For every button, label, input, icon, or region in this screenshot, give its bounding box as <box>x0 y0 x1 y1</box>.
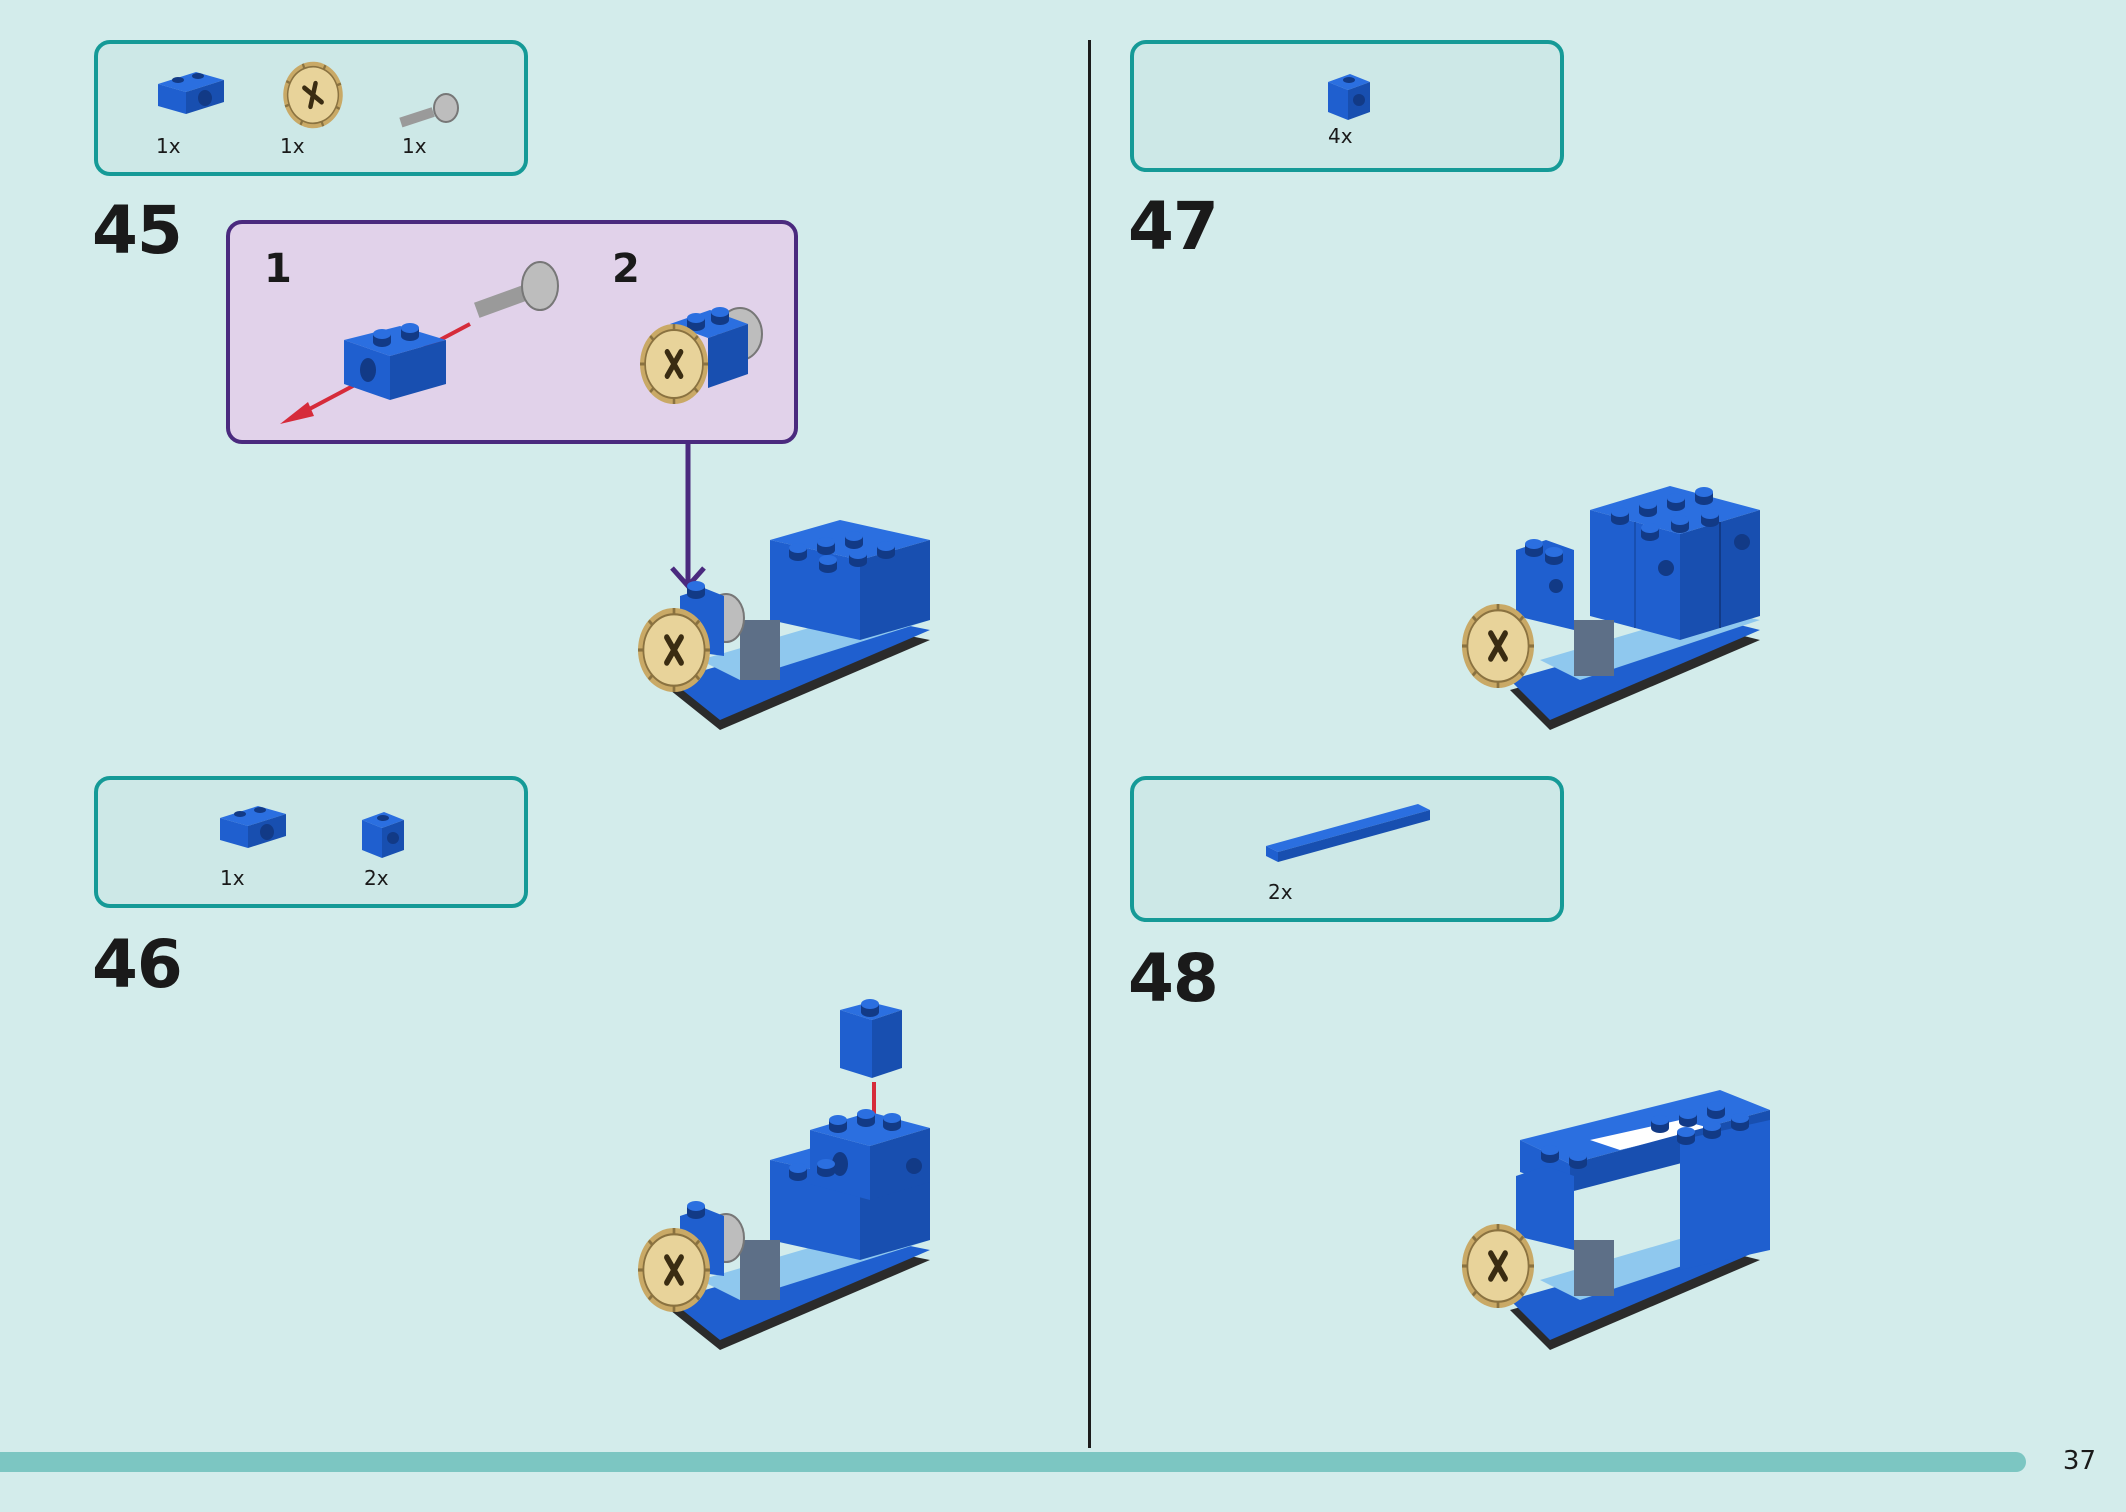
step-number: 47 <box>1128 188 1219 265</box>
substep-2-illustration <box>630 307 763 424</box>
step-48-model <box>1450 1090 1770 1350</box>
parts-callout-step-45: 1x 1x 1x <box>94 40 528 176</box>
substep-callout-step-45: 1 2 <box>226 220 798 444</box>
gear-tan-icon <box>278 60 348 130</box>
part-qty: 1x <box>402 134 427 158</box>
technic-brick-1x2-blue-icon <box>158 72 224 114</box>
step-47-model <box>1450 486 1760 730</box>
part-qty: 1x <box>156 134 181 158</box>
step-number: 45 <box>92 192 183 269</box>
parts-callout-step-47: 4x <box>1130 40 1564 172</box>
part-qty: 4x <box>1328 124 1353 148</box>
step-46-model <box>630 999 930 1350</box>
technic-brick-1x2-blue-icon <box>220 806 286 848</box>
parts-callout-step-48: 2x <box>1130 776 1564 922</box>
step-number: 48 <box>1128 940 1219 1017</box>
substep-number: 2 <box>612 246 640 292</box>
step-number: 46 <box>92 926 183 1003</box>
brick-1x1-side-stud-blue-icon <box>362 812 404 858</box>
page-number: 37 <box>2062 1446 2096 1476</box>
part-qty: 1x <box>280 134 305 158</box>
substep-1-illustration <box>280 261 559 424</box>
step-45-model <box>630 520 930 730</box>
substep-number: 1 <box>264 246 292 292</box>
parts-callout-step-46: 1x 2x <box>94 776 528 908</box>
axle-pin-gray-icon <box>399 93 459 128</box>
plate-long-blue-icon <box>1266 804 1430 862</box>
column-divider <box>1088 40 1091 1448</box>
part-qty: 2x <box>1268 880 1293 904</box>
part-qty: 2x <box>364 866 389 890</box>
brick-1x1-side-stud-blue-icon <box>1328 74 1370 120</box>
progress-bar <box>0 1452 2026 1472</box>
part-qty: 1x <box>220 866 245 890</box>
